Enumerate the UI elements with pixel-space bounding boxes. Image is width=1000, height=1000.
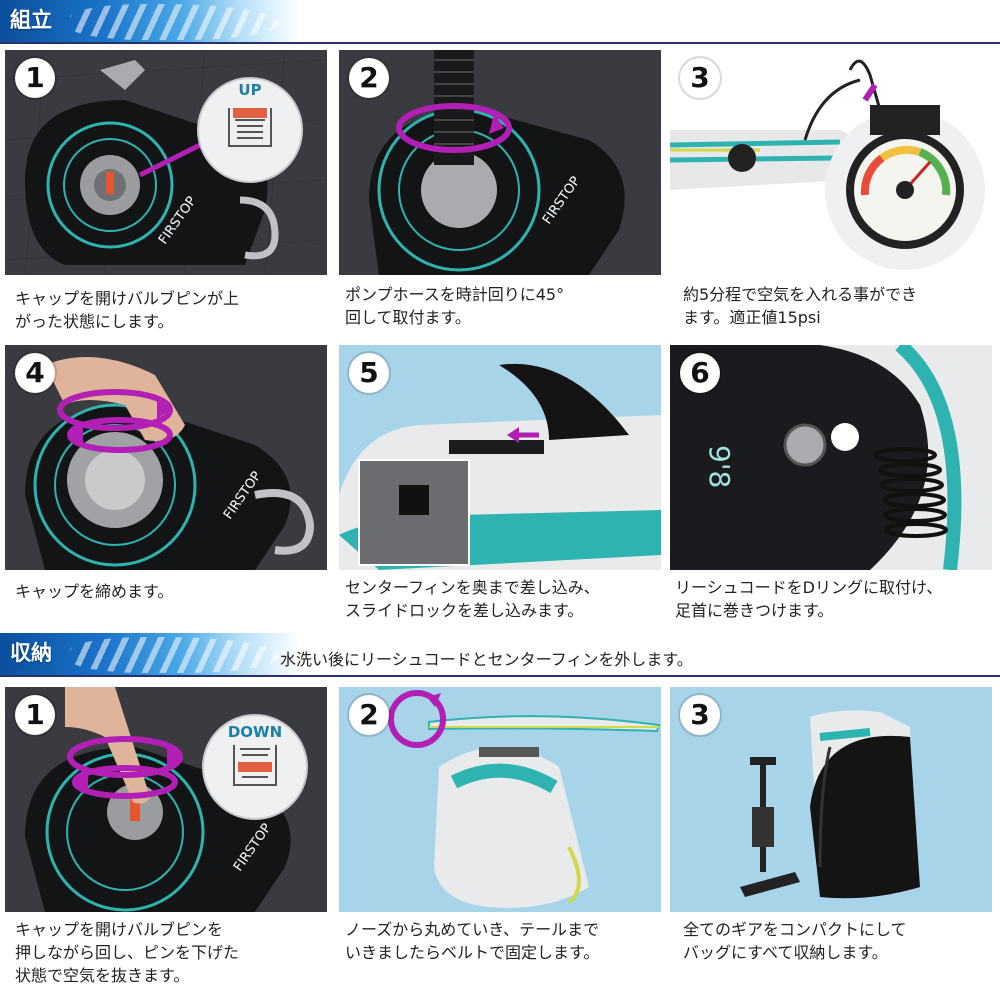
caption-line: ポンプホースを時計回りに45° [345, 285, 565, 304]
caption-line: キャップを開けバルブピンが上 [15, 289, 240, 308]
caption-line: がった状態にします。 [15, 312, 174, 331]
step-number: 5 [349, 353, 389, 393]
step-number: 2 [349, 695, 389, 735]
caption-line: キャップを開けバルブピンを [15, 920, 224, 939]
step-assembly-6-image: 9'8 6 [670, 345, 992, 570]
caption-line: キャップを締めます。 [15, 582, 174, 601]
caption-line: センターフィンを奥まで差し込み、 [345, 578, 600, 597]
caption-line: 押しながら回し、ピンを下げた [15, 943, 240, 962]
section-divider [0, 42, 1000, 44]
step-assembly-5-caption: センターフィンを奥まで差し込み、 スライドロックを差し込みます。 [345, 576, 665, 622]
step-number: 6 [680, 353, 720, 393]
step-assembly-1-image: FIRSTOP UP 1 [5, 50, 327, 275]
step-assembly-1-caption: キャップを開けバルブピンが上 がった状態にします。 [15, 287, 335, 333]
step-assembly-5-image: 5 [339, 345, 661, 570]
caption-line: 足首に巻きつけます。 [675, 601, 834, 620]
step-number: 2 [349, 58, 389, 98]
step-assembly-4-image: FIRSTOP 4 [5, 345, 327, 570]
caption-line: 回して取付ます。 [345, 308, 471, 327]
foam-decoration [70, 637, 280, 673]
storage-header: 収納 [0, 633, 300, 677]
board-size-label: 9'8 [703, 445, 736, 488]
caption-line: ノーズから丸めていき、テールまで [345, 920, 600, 939]
storage-title: 収納 [10, 641, 52, 665]
step-assembly-4-caption: キャップを締めます。 [15, 580, 335, 603]
assembly-header: 組立 [0, 0, 300, 44]
step-storage-1-caption: キャップを開けバルブピンを 押しながら回し、ピンを下げた 状態で空気を抜きます。 [15, 918, 335, 987]
caption-line: 状態で空気を抜きます。 [15, 966, 190, 985]
step-storage-3-caption: 全てのギアをコンパクトにして バッグにすべて収納します。 [683, 918, 1000, 964]
caption-line: ます。適正値15psi [683, 308, 821, 327]
step-number: 1 [15, 58, 55, 98]
step-assembly-6-caption: リーシュコードをDリングに取付け、 足首に巻きつけます。 [675, 576, 995, 622]
caption-line: 全てのギアをコンパクトにして [683, 920, 907, 939]
step-assembly-2-image: FIRSTOP 2 [339, 50, 661, 275]
section-divider [0, 675, 1000, 677]
caption-line: リーシュコードをDリングに取付け、 [675, 578, 943, 597]
assembly-title: 組立 [10, 8, 52, 32]
step-number: 4 [15, 353, 55, 393]
step-assembly-3-image: 3 [670, 50, 992, 275]
step-storage-1-image: FIRSTOP DOWN 1 [5, 687, 327, 912]
step-number: 3 [680, 695, 720, 735]
caption-line: スライドロックを差し込みます。 [345, 601, 584, 620]
step-number: 1 [15, 695, 55, 735]
step-storage-2-caption: ノーズから丸めていき、テールまで いきましたらベルトで固定します。 [345, 918, 665, 964]
caption-line: いきましたらベルトで固定します。 [345, 943, 600, 962]
storage-note: 水洗い後にリーシュコードとセンターフィンを外します。 [280, 650, 693, 669]
foam-decoration [70, 4, 280, 40]
caption-line: バッグにすべて収納します。 [683, 943, 888, 962]
step-assembly-3-caption: 約5分程で空気を入れる事ができ ます。適正値15psi [683, 283, 1000, 329]
step-assembly-2-caption: ポンプホースを時計回りに45° 回して取付ます。 [345, 283, 665, 329]
down-badge: DOWN [228, 723, 282, 741]
step-storage-3-image: 3 [670, 687, 992, 912]
step-storage-2-image: 2 [339, 687, 661, 912]
caption-line: 約5分程で空気を入れる事ができ [683, 285, 918, 304]
step-number: 3 [680, 58, 720, 98]
up-badge: UP [238, 81, 261, 99]
